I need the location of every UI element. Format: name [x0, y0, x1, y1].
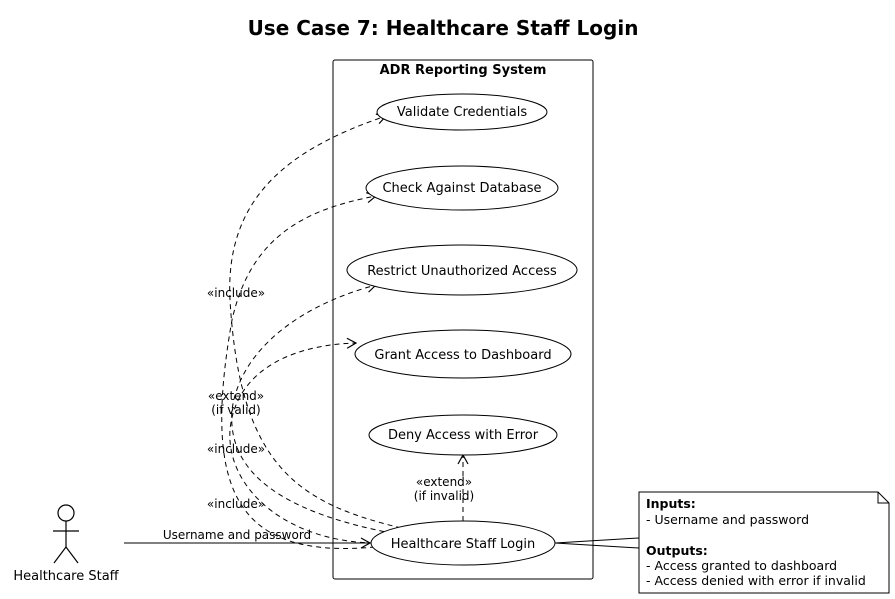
- use-case-label: Healthcare Staff Login: [391, 537, 535, 552]
- association-label: Username and password: [163, 528, 311, 542]
- use-case-label: Restrict Unauthorized Access: [367, 264, 557, 279]
- note-connector-bottom: [554, 542, 640, 549]
- use-case-staff-login: Healthcare Staff Login: [370, 520, 556, 566]
- stick-figure-actor-icon: [53, 504, 79, 564]
- extend-label-valid: «extend»: [208, 389, 264, 403]
- include-label-1: «include»: [207, 286, 265, 300]
- system-boundary-title: ADR Reporting System: [380, 63, 547, 78]
- include-edge-restrict: [231, 281, 403, 536]
- note-output-item: - Access granted to dashboard: [646, 558, 837, 573]
- actor-healthcare-staff: Healthcare Staff: [13, 504, 120, 584]
- diagram-title: Use Case 7: Healthcare Staff Login: [248, 16, 639, 40]
- include-edge-check-db: [221, 192, 394, 549]
- use-case-grant-access: Grant Access to Dashboard: [354, 329, 572, 379]
- include-label-3: «include»: [207, 497, 265, 511]
- note-input-item: - Username and password: [646, 512, 809, 527]
- note-inputs-heading: Inputs:: [646, 496, 696, 511]
- extend-condition-invalid: (if invalid): [414, 489, 474, 503]
- note-output-item: - Access denied with error if invalid: [646, 573, 866, 588]
- include-label-2: «include»: [207, 442, 265, 456]
- use-case-deny-access: Deny Access with Error: [368, 414, 558, 456]
- extend-label-invalid: «extend»: [416, 475, 472, 489]
- use-case-restrict-access: Restrict Unauthorized Access: [346, 244, 578, 296]
- use-case-validate-credentials: Validate Credentials: [376, 93, 548, 131]
- extend-edge-grant: [229, 337, 384, 544]
- note-connector-top: [554, 537, 640, 544]
- actor-name: Healthcare Staff: [13, 569, 119, 584]
- relationship-lines: [221, 113, 469, 549]
- use-case-label: Check Against Database: [382, 181, 541, 196]
- io-note: Inputs: - Username and password Outputs:…: [554, 491, 890, 594]
- use-case-label: Grant Access to Dashboard: [374, 348, 551, 363]
- use-case-check-database: Check Against Database: [365, 165, 559, 211]
- extend-condition-valid: (if valid): [211, 403, 260, 417]
- use-case-label: Validate Credentials: [397, 105, 527, 120]
- association: Username and password: [124, 528, 372, 549]
- note-outputs-heading: Outputs:: [646, 543, 708, 558]
- use-case-label: Deny Access with Error: [388, 428, 539, 443]
